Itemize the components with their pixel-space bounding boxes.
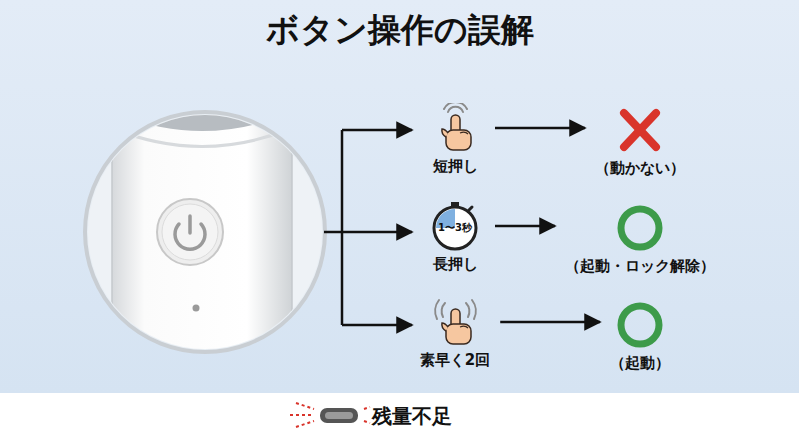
tap-step: 短押し bbox=[419, 103, 491, 176]
step-label: （起動・ロック解除） bbox=[565, 256, 715, 276]
icon bbox=[610, 300, 670, 350]
step-label: 短押し bbox=[433, 156, 478, 176]
step-label: 素早く2回 bbox=[420, 350, 490, 370]
step-label: （動かない） bbox=[595, 158, 685, 178]
title: ボタン操作の誤解 bbox=[0, 8, 799, 52]
icon bbox=[425, 103, 485, 153]
power-button bbox=[157, 199, 223, 265]
result-ok: （起動・ロック解除） bbox=[559, 203, 721, 276]
result-fail: （動かない） bbox=[589, 105, 691, 178]
status-label: 残量不足 bbox=[372, 403, 452, 429]
hold-step: 1〜3秒長押し bbox=[419, 201, 491, 274]
step-label: （起動） bbox=[610, 353, 670, 373]
icon bbox=[425, 297, 485, 347]
icon: 1〜3秒 bbox=[425, 201, 485, 251]
flow-arrow bbox=[495, 127, 585, 130]
footer-band bbox=[0, 393, 799, 435]
indicator-dot bbox=[193, 305, 200, 312]
icon-graphic bbox=[425, 297, 485, 347]
icon-graphic bbox=[610, 300, 670, 350]
result-ok: （起動） bbox=[604, 300, 676, 373]
icon-graphic bbox=[610, 105, 670, 155]
icon bbox=[610, 203, 670, 253]
duration-label: 1〜3秒 bbox=[425, 221, 485, 235]
step-label: 長押し bbox=[433, 254, 478, 274]
icon-graphic bbox=[610, 203, 670, 253]
flow-arrow bbox=[495, 225, 555, 228]
background bbox=[0, 0, 799, 393]
icon bbox=[610, 105, 670, 155]
flow-arrow bbox=[500, 321, 600, 324]
branch-lines bbox=[324, 130, 412, 325]
double-tap-step: 素早く2回 bbox=[414, 297, 496, 370]
icon-graphic bbox=[425, 103, 485, 153]
device bbox=[80, 95, 330, 375]
